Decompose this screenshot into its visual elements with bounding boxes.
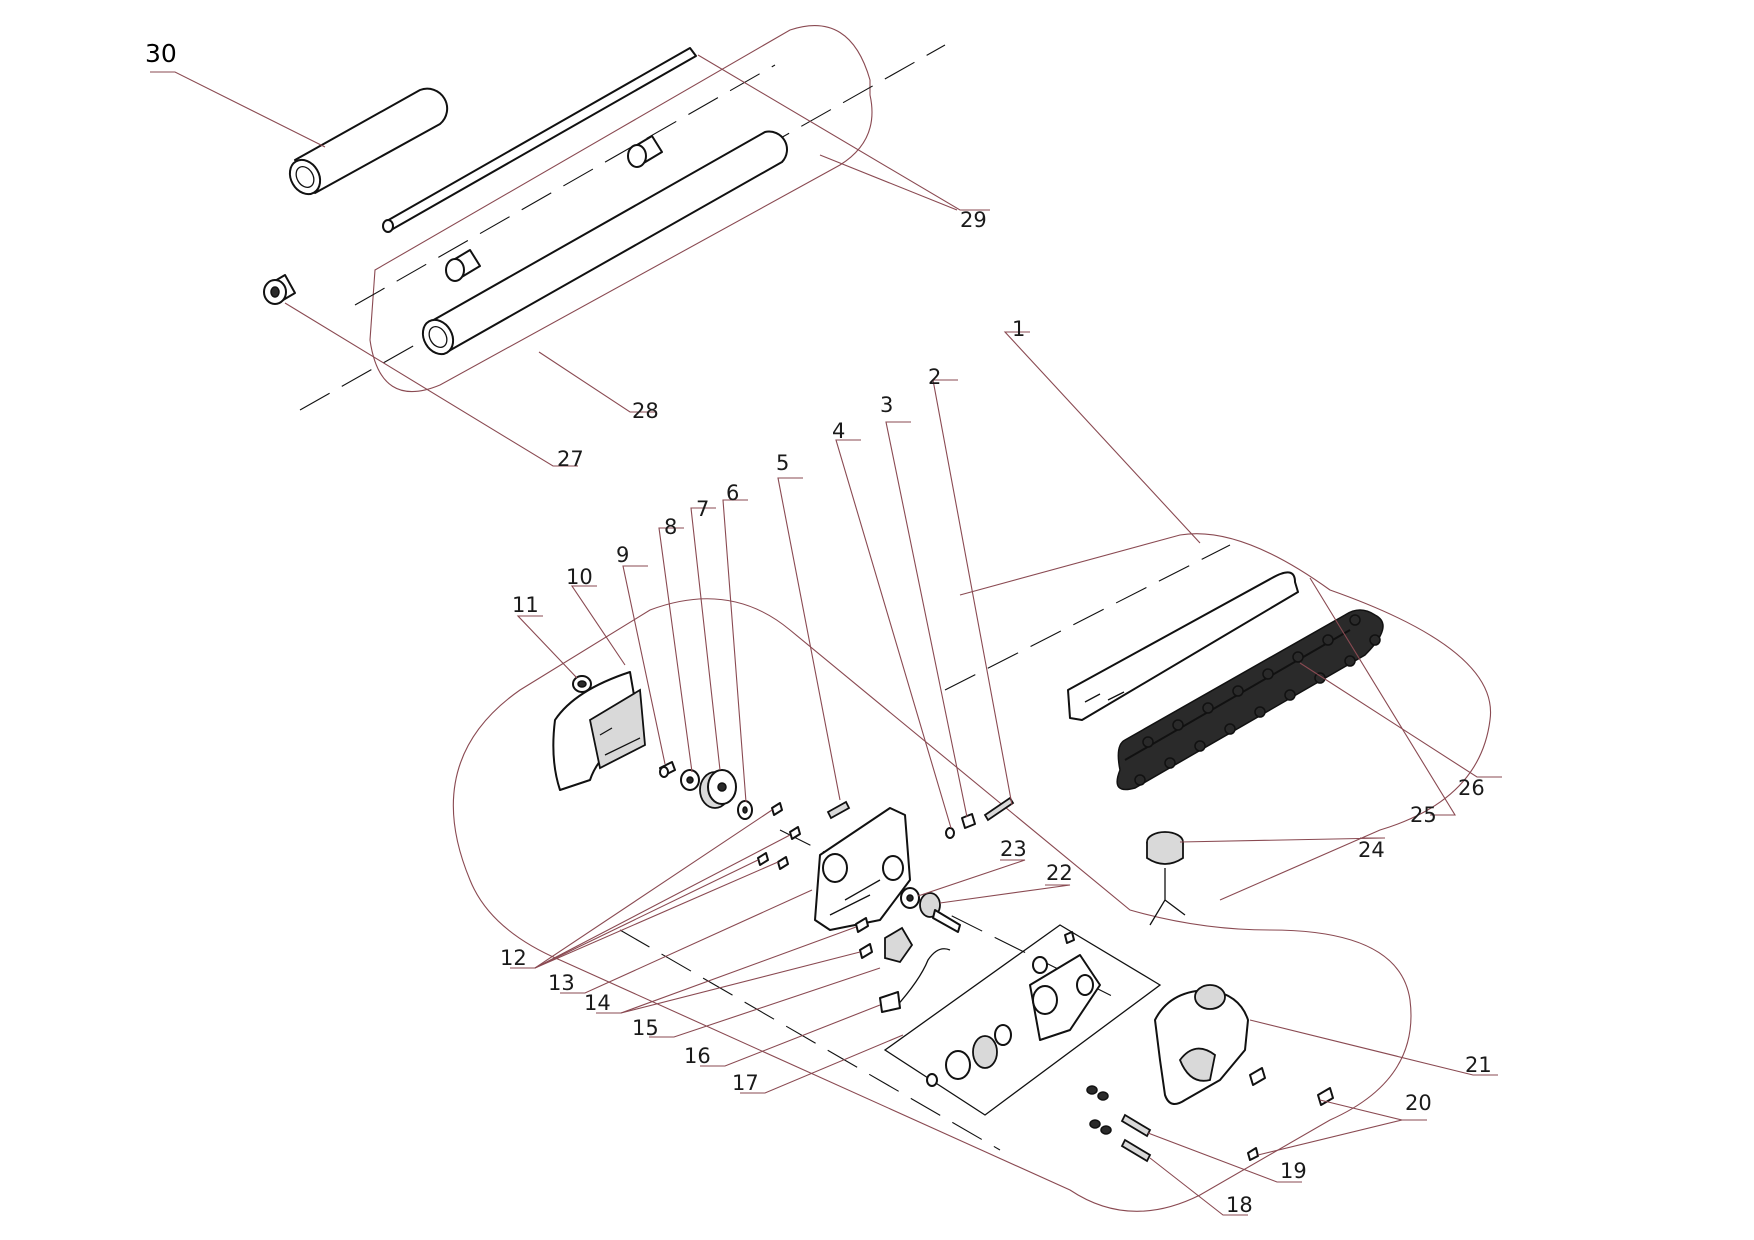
callout-22: 22 [1046,861,1073,885]
callout-3: 3 [880,393,893,417]
callout-5: 5 [776,451,789,475]
callout-10: 10 [566,565,593,589]
callout-30: 30 [145,39,177,68]
callout-labels: 30 29 28 27 1 2 3 4 5 6 7 8 9 10 11 26 2… [145,39,1492,1217]
callout-2: 2 [928,365,941,389]
callout-27: 27 [557,447,584,471]
drive-gear-22 [919,892,961,933]
stud-5 [826,800,851,820]
washer-6 [737,800,753,820]
saw-chain-26 [1116,609,1384,791]
rear-housing-21 [1154,984,1249,1105]
callout-4: 4 [832,419,845,443]
washer-23 [900,887,920,909]
shaft-bushing-upper [627,135,663,168]
washer-8 [680,769,700,791]
drive-shaft-29 [382,47,697,233]
screw-4 [945,827,955,839]
callout-11: 11 [512,593,539,617]
head-group-outline [452,533,1492,1212]
bolts-18-19 [1086,1085,1152,1163]
callout-7: 7 [696,497,709,521]
oil-pump-15 [855,917,914,964]
callout-17: 17 [732,1071,759,1095]
callout-21: 21 [1465,1053,1492,1077]
chain-teeth [1134,614,1381,786]
callout-25: 25 [1410,803,1437,827]
callout-18: 18 [1226,1193,1253,1217]
oil-hose-16 [879,948,951,1013]
callout-1: 1 [1012,317,1025,341]
gear-case-box-17 [883,924,1162,1116]
sprocket-7 [699,769,737,809]
callout-13: 13 [548,971,575,995]
callout-29: 29 [960,208,987,232]
callout-16: 16 [684,1044,711,1068]
sprocket-cover-10 [552,671,646,791]
gear-housing-plate-14 [814,807,911,931]
pole-sleeve-30 [288,87,449,196]
shaft-bushing-lower [445,249,481,282]
callout-23: 23 [1000,837,1027,861]
oil-cap-24 [1146,831,1186,926]
pole-group-outline [299,25,946,411]
end-cap-27 [263,274,296,305]
stud-2 [983,796,1015,822]
callout-20: 20 [1405,1091,1432,1115]
pole-tube-28 [421,130,788,356]
callout-28: 28 [632,399,659,423]
callout-12: 12 [500,946,527,970]
screw-9 [659,761,676,778]
callout-8: 8 [664,515,677,539]
callout-26: 26 [1458,776,1485,800]
nut-3 [961,813,976,829]
callout-14: 14 [584,991,611,1015]
callout-19: 19 [1280,1159,1307,1183]
leader-lines [150,54,1502,1216]
nut-11 [572,675,592,693]
callout-24: 24 [1358,838,1385,862]
guide-bar-25 [1067,571,1299,721]
screws-12-13 [757,802,801,870]
callout-9: 9 [616,543,629,567]
callout-15: 15 [632,1016,659,1040]
screws-20 [1247,1067,1334,1161]
callout-6: 6 [726,481,739,505]
gear-case-parts [926,931,1101,1087]
